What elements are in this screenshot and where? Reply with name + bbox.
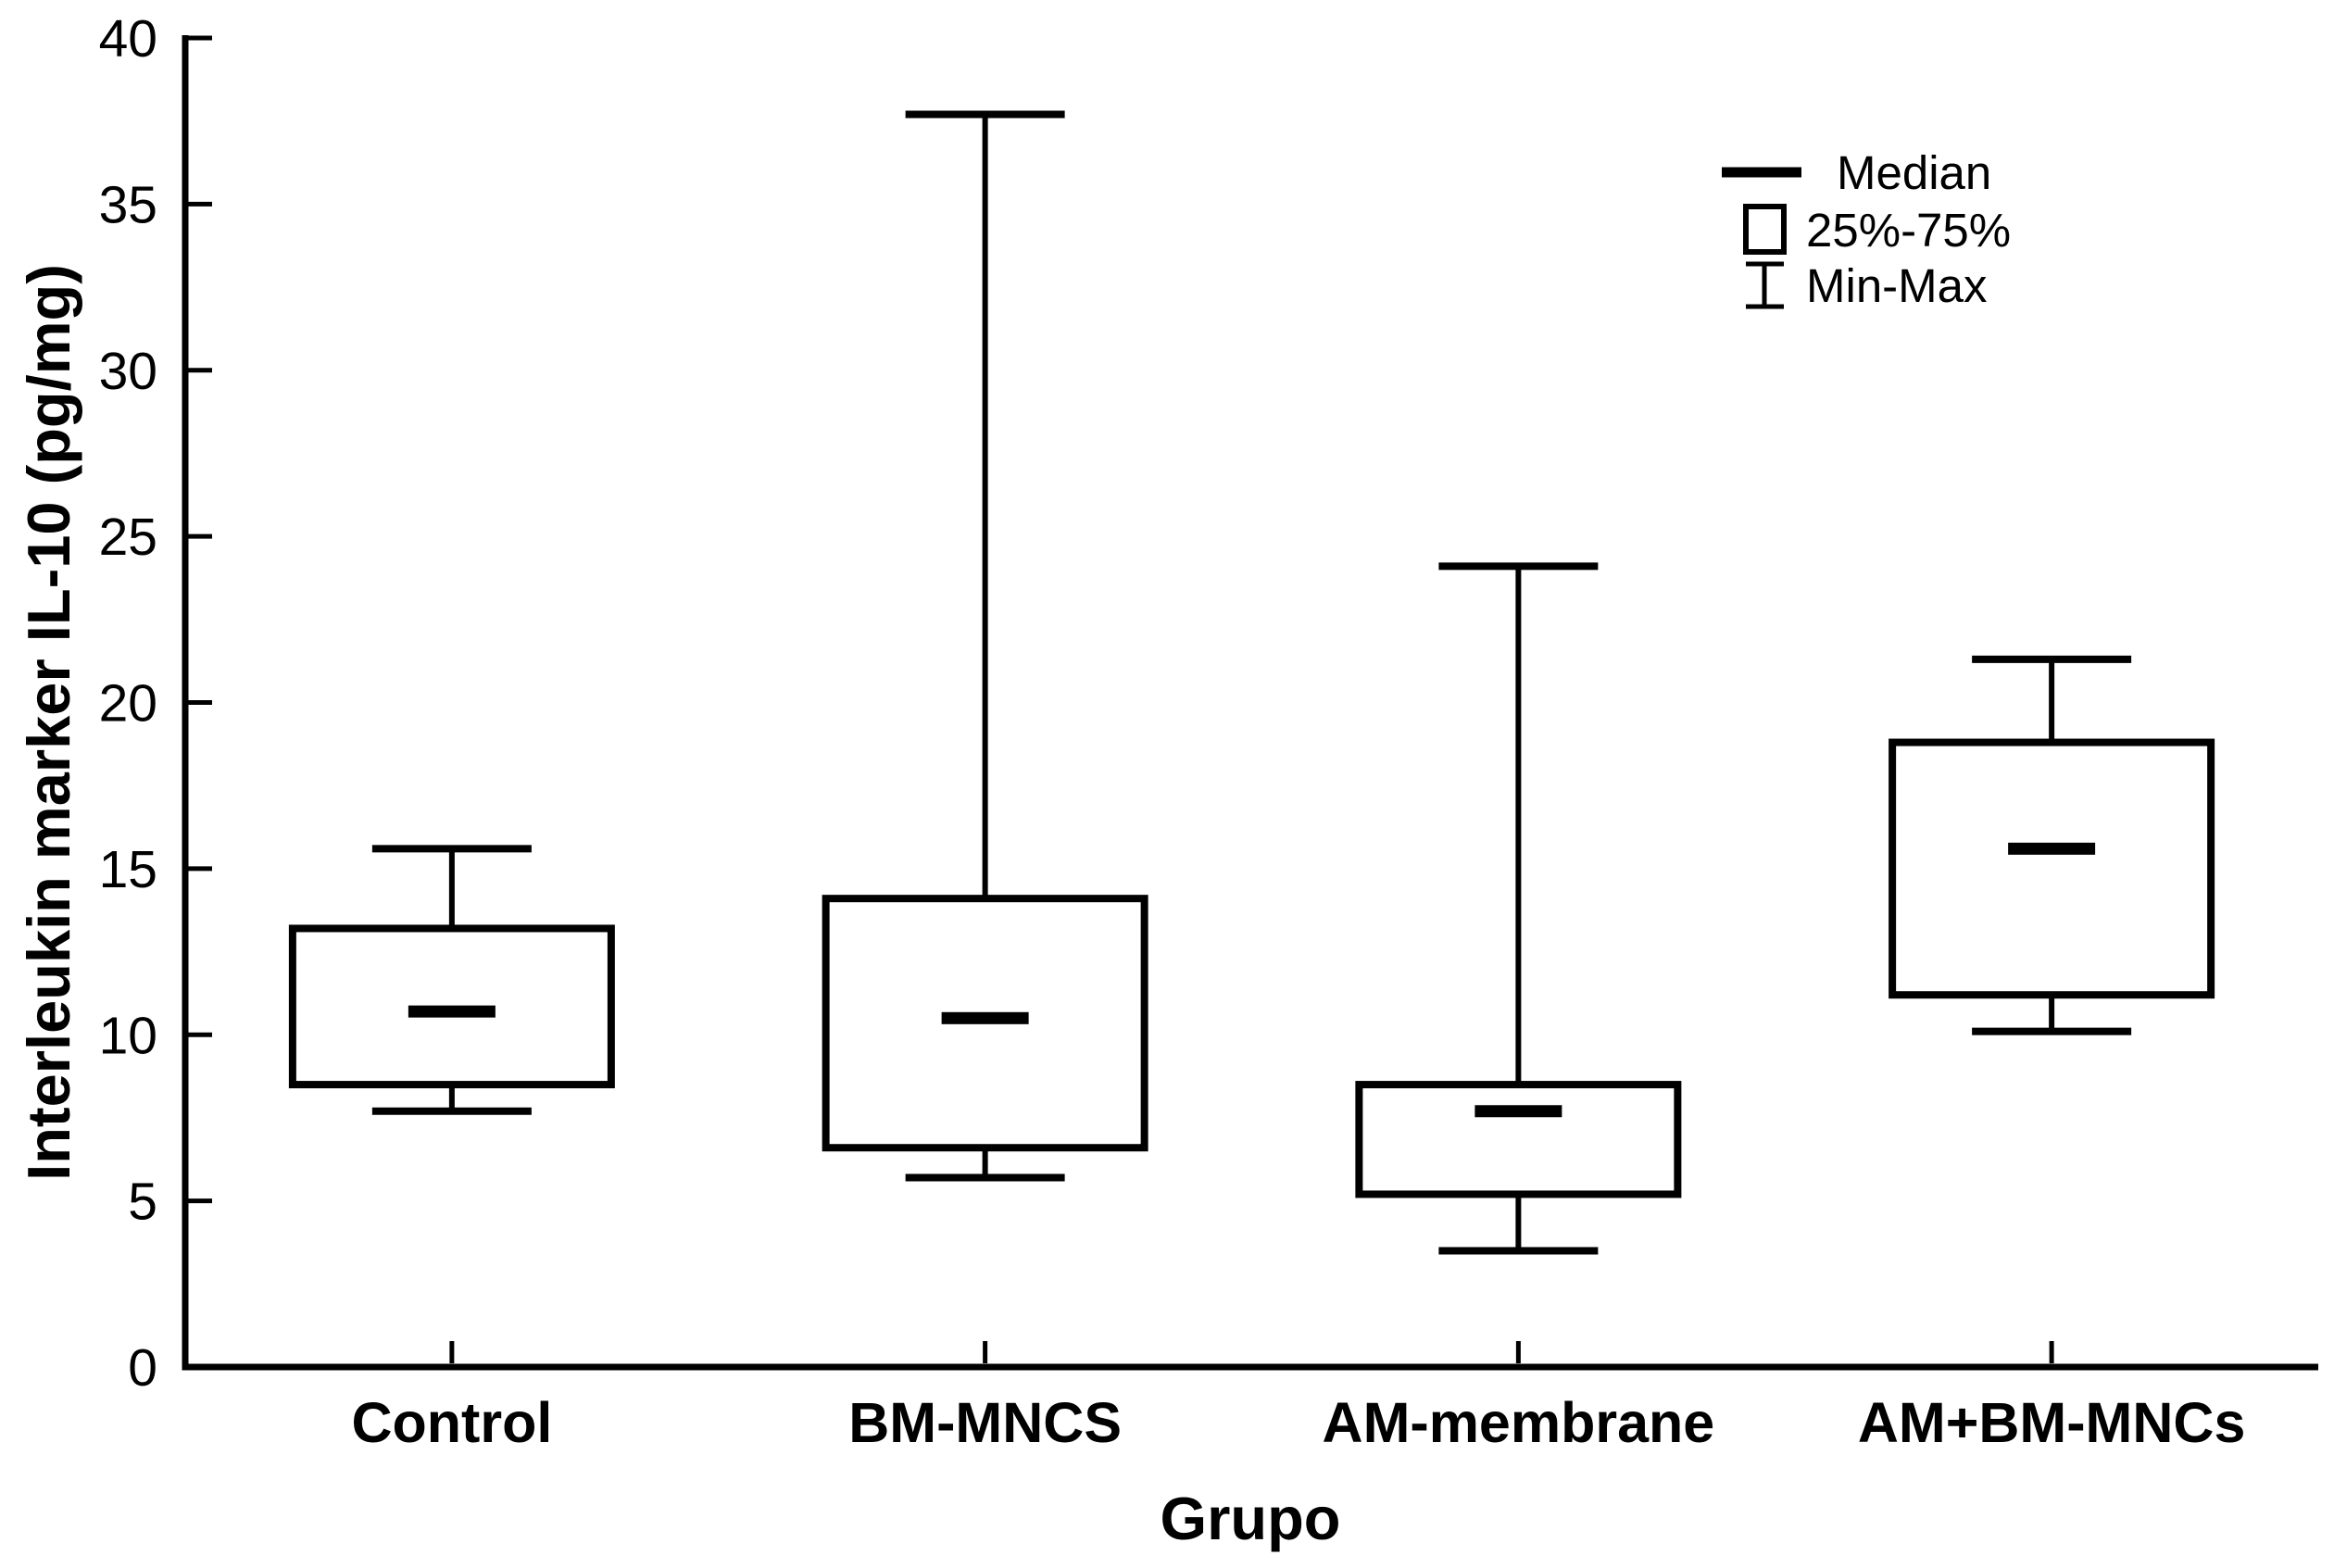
iqr-box <box>1889 738 2215 999</box>
y-axis-tick-label: 25 <box>99 508 157 567</box>
legend-iqr-label: 25%-75% <box>1806 204 2011 257</box>
y-axis-tick-label: 20 <box>99 674 157 734</box>
y-axis-tick-label: 40 <box>99 9 157 69</box>
x-axis-title: Grupo <box>1161 1485 1341 1552</box>
median-bar <box>941 1011 1029 1024</box>
x-axis-category-label: AM+BM-MNCs <box>1858 1391 2246 1454</box>
median-bar <box>2008 842 2096 855</box>
iqr-box <box>1355 1081 1682 1198</box>
x-axis-category-label: AM-membrane <box>1323 1391 1715 1454</box>
y-axis-tick-label: 30 <box>99 342 157 401</box>
y-axis-title: Interleukin marker IL-10 (pg/mg) <box>15 264 82 1181</box>
legend-whisker-icon <box>1746 261 1784 309</box>
legend-median-label: Median <box>1837 146 1991 199</box>
legend-box-icon <box>1743 204 1787 255</box>
y-axis-tick-label: 0 <box>128 1338 157 1398</box>
legend: Median 25%-75% Min-Max <box>1722 146 2011 312</box>
legend-minmax-label: Min-Max <box>1806 259 1988 312</box>
median-bar <box>408 1005 496 1018</box>
median-bar <box>1474 1105 1562 1118</box>
x-axis-category-label: BM-MNCS <box>848 1391 1122 1454</box>
y-axis-tick-label: 5 <box>128 1173 157 1232</box>
y-axis-tick-label: 35 <box>99 175 157 234</box>
x-axis-category-label: Control <box>351 1391 552 1454</box>
y-axis-tick-label: 15 <box>99 840 157 899</box>
y-axis-tick-label: 10 <box>99 1006 157 1065</box>
